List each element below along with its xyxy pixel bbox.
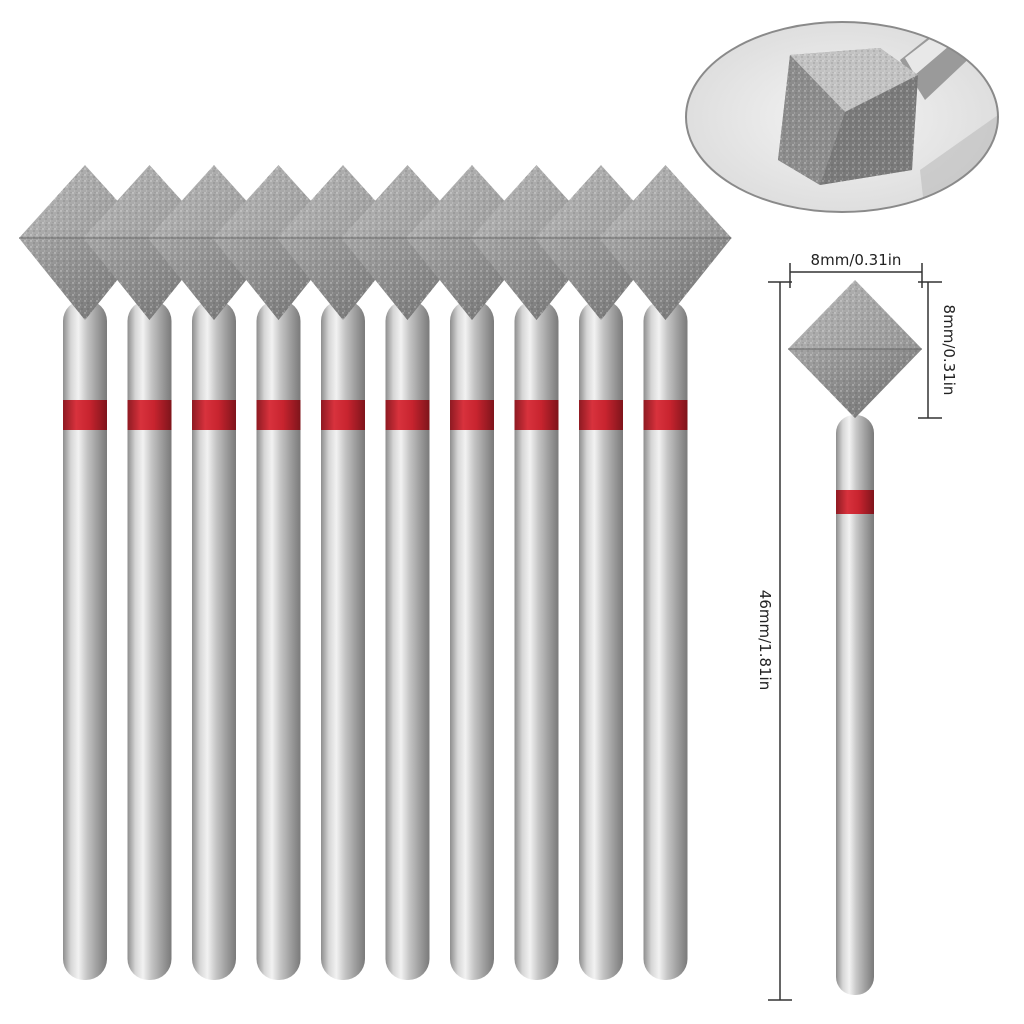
bit-band [127, 400, 172, 430]
bit-band [192, 400, 236, 430]
bit [514, 300, 559, 980]
total-length-label: 46mm/1.81in [756, 590, 774, 690]
bit-band [256, 400, 301, 430]
bit-band [321, 400, 365, 430]
bit-band [385, 400, 430, 430]
bit-band [450, 400, 494, 430]
bit-shaft [450, 300, 494, 980]
bit-band [643, 400, 688, 430]
closeup-head [778, 48, 918, 185]
bit [579, 300, 623, 980]
bits-group [19, 165, 732, 980]
bit-band [579, 400, 623, 430]
head-height-label: 8mm/0.31in [940, 305, 958, 396]
bit-head [599, 165, 732, 320]
bit [127, 300, 172, 980]
bit [643, 300, 688, 980]
bit [63, 300, 107, 980]
head-width-label: 8mm/0.31in [811, 251, 902, 269]
bit [385, 300, 430, 980]
bit-shaft [192, 300, 236, 980]
bit [450, 300, 494, 980]
bit-shaft [256, 300, 301, 980]
bit-shaft [127, 300, 172, 980]
head-closeup-inset [685, 21, 999, 213]
bit-shaft [579, 300, 623, 980]
bit [321, 300, 365, 980]
bit-shaft [63, 300, 107, 980]
bit-shaft [643, 300, 688, 980]
dimension-lines [768, 263, 942, 1001]
bit-shaft [514, 300, 559, 980]
dimension-bit [788, 280, 922, 995]
bit-band [63, 400, 107, 430]
bit-band [514, 400, 559, 430]
bit-shaft [321, 300, 365, 980]
bit-shaft [385, 300, 430, 980]
bit [256, 300, 301, 980]
bit [192, 300, 236, 980]
